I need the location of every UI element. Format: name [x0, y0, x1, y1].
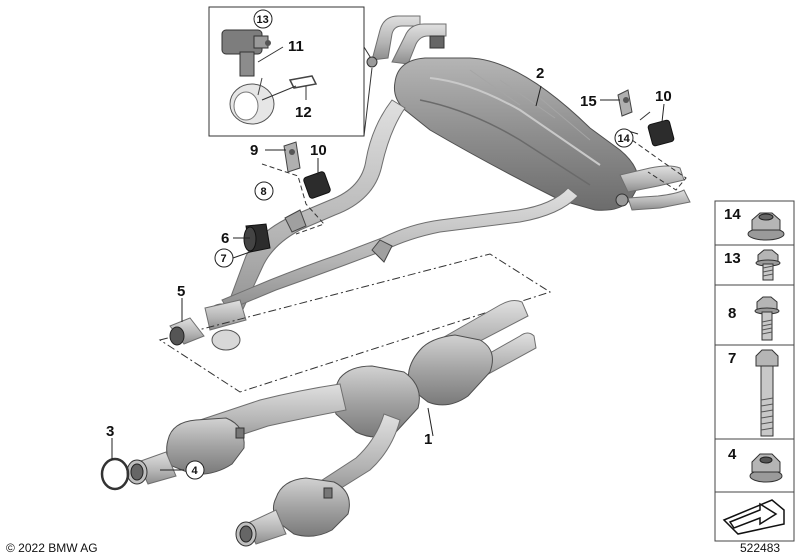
rear-mount-assembly-right — [617, 89, 675, 147]
callout-8: 8 — [254, 181, 274, 201]
callout-7: 7 — [214, 248, 234, 268]
callout-8-label: 8 — [261, 186, 267, 198]
hanger-bracket-part — [221, 29, 271, 77]
wire-clip-part — [288, 75, 318, 89]
sidebar-label-8: 8 — [728, 305, 736, 322]
sidebar-label-13: 13 — [724, 250, 741, 267]
sidebar-label-14: 14 — [724, 206, 741, 223]
flange-bolt-medium-icon — [754, 296, 780, 341]
callout-14-label: 14 — [618, 133, 631, 145]
intermediate-pipes — [204, 99, 579, 351]
callout-9: 9 — [250, 142, 258, 159]
rear-tailpipes-top — [366, 15, 447, 68]
leader-lines — [111, 85, 665, 471]
callout-15: 15 — [580, 93, 597, 110]
sidebar-label-4: 4 — [728, 446, 737, 463]
detail-inset — [208, 6, 373, 137]
sidebar-label-7: 7 — [728, 350, 736, 367]
callout-11: 11 — [288, 38, 304, 55]
callout-13-label: 13 — [257, 14, 269, 26]
callout-6: 6 — [221, 230, 229, 247]
rear-muffler — [394, 57, 639, 211]
callout-3: 3 — [106, 423, 114, 440]
callout-12: 12 — [295, 104, 312, 121]
diagram-id: 522483 — [740, 541, 781, 555]
front-exhaust-catalyst — [126, 300, 537, 547]
callout-1: 1 — [424, 431, 432, 448]
hex-nut-icon — [749, 453, 783, 483]
callout-5: 5 — [177, 283, 185, 300]
hex-bolt-long-icon — [755, 349, 779, 437]
gasket-ring-part — [100, 457, 130, 491]
direction-arrow-icon — [722, 499, 785, 535]
rear-mount-assembly-left — [243, 141, 331, 253]
pipe-sleeve-part — [169, 317, 205, 346]
callout-4-label: 4 — [192, 465, 199, 477]
fastener-sidebar: 14 13 8 7 4 — [714, 200, 795, 542]
detail-outline-left — [261, 163, 325, 235]
callout-13: 13 — [253, 9, 273, 29]
flange-bolt-short-icon — [755, 249, 781, 281]
callout-4: 4 — [185, 460, 205, 480]
detail-outline-right — [631, 139, 687, 191]
rear-tailpipes-right — [615, 165, 691, 211]
callout-10-left: 10 — [310, 142, 327, 159]
callout-14: 14 — [614, 128, 634, 148]
callout-7-label: 7 — [221, 253, 227, 265]
copyright-notice: © 2022 BMW AG — [6, 541, 98, 555]
callout-10-right: 10 — [655, 88, 672, 105]
hex-flange-nut-icon — [747, 212, 785, 241]
front-section-outline — [158, 253, 552, 393]
callout-2: 2 — [536, 65, 544, 82]
clamp-ring-part — [229, 77, 275, 125]
